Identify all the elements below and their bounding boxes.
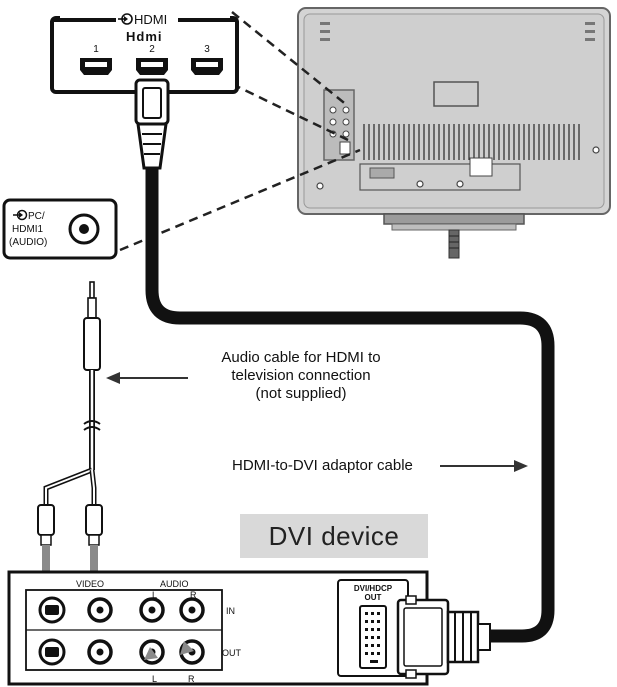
rca-jack-icon	[87, 639, 113, 665]
dvi-port-label-2: OUT	[365, 593, 382, 602]
hdmi-dvi-cable-arrow	[440, 460, 528, 472]
tv-rear-illustration	[297, 7, 611, 259]
dvi-plug	[396, 595, 491, 679]
dvi-device-title: DVI device	[240, 514, 428, 558]
audio-jack-label-3: (AUDIO)	[9, 237, 47, 248]
audio-jack-label-1: PC/	[28, 211, 45, 222]
in-label: IN	[226, 606, 235, 616]
audio-jack-label-2: HDMI1	[12, 224, 44, 235]
hdmi-port-icon	[191, 58, 223, 75]
dvi-port-label-1: DVI/HDCP	[354, 584, 393, 593]
hdmi-header-label: HDMI	[134, 12, 167, 27]
audio-l-top-label: L	[152, 590, 157, 600]
audio-label: AUDIO	[160, 579, 189, 589]
audio-l-bottom-label: L	[152, 674, 157, 684]
hdmi-port-icon	[136, 58, 168, 75]
audio-r-bottom-label: R	[188, 674, 195, 684]
rca-jack-icon	[87, 597, 113, 623]
audio-cable-callout-line-1: Audio cable for HDMI to	[221, 349, 381, 366]
dvi-connector-icon	[359, 605, 387, 669]
dvi-device-illustration: VIDEO AUDIO L R IN OUT L R DVI/HDCP OUT	[7, 570, 491, 686]
phone-plug-icon	[83, 281, 101, 371]
svideo-jack-icon	[38, 638, 66, 666]
audio-cable-callout: Audio cable for HDMI to television conne…	[196, 349, 406, 403]
audio-cable-callout-line-3: (not supplied)	[255, 385, 347, 402]
svideo-jack-icon	[38, 596, 66, 624]
out-label: OUT	[222, 648, 242, 658]
hdmi-input-panel: HDMI Hdmi 1 2 3	[50, 12, 239, 94]
hdmi-logo: Hdmi	[126, 29, 163, 44]
audio-jack-icon	[68, 213, 100, 245]
pc-hdmi1-audio-jack-panel: PC/ HDMI1 (AUDIO)	[2, 198, 118, 260]
audio-cable-callout-line-2: television connection	[231, 367, 371, 384]
video-label: VIDEO	[76, 579, 104, 589]
hdmi-port-number-1: 1	[93, 44, 99, 55]
hdmi-port-number-3: 3	[204, 44, 210, 55]
hdmi-port-number-2: 2	[149, 44, 155, 55]
audio-cable-arrow	[106, 372, 188, 384]
rca-jack-icon	[179, 597, 205, 623]
input-arrow-icon	[13, 209, 28, 221]
audio-r-top-label: R	[190, 590, 197, 600]
rca-jack-icon	[139, 597, 165, 623]
hdmi-dvi-cable	[134, 78, 555, 643]
zoom-leader-lines	[119, 11, 361, 252]
hdmi-port-icon	[80, 58, 112, 75]
input-arrow-icon	[118, 13, 133, 25]
hdmi-dvi-cable-callout: HDMI-to-DVI adaptor cable	[232, 457, 413, 474]
